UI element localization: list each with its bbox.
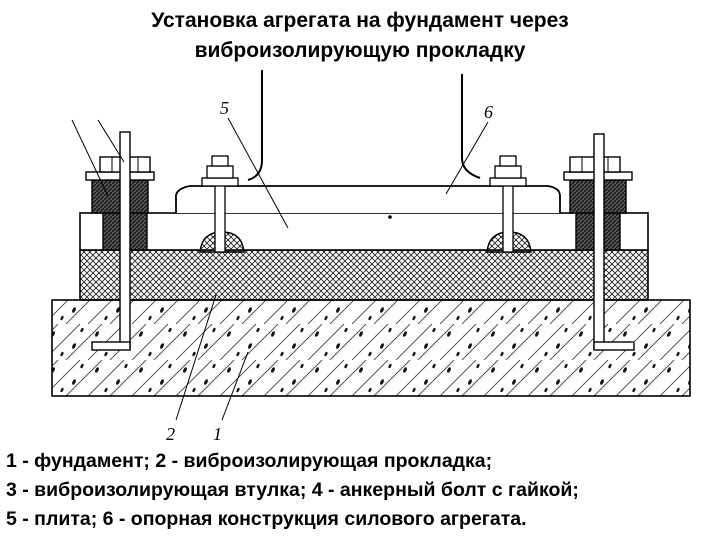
left-anchor-foot [91,341,131,351]
legend-line-2: 3 - виброизолирующая втулка; 4 - анкерны… [6,479,579,501]
right-anchor-assembly [563,133,635,351]
leader-2 [175,294,217,421]
diagram-title: Установка агрегата на фундамент через ви… [0,6,720,66]
leader-3 [71,119,109,197]
plate-center-dot [388,215,392,219]
support-structure [175,185,561,213]
leader-1 [221,351,249,421]
leader-6 [445,121,489,195]
callout-1: 1 [213,424,222,444]
hook-line-right [461,74,481,179]
vibration-isolating-pad [79,249,649,301]
callout-6: 6 [484,102,493,122]
legend: 1 - фундамент; 2 - виброизолирующая прок… [6,447,720,534]
leader-5 [227,117,289,229]
legend-line-1: 1 - фундамент; 2 - виброизолирующая прок… [6,450,493,472]
callout-5: 5 [220,98,229,118]
right-plate-bolt [486,155,532,253]
right-anchor-foot [593,341,635,351]
foundation-diagram: 5 6 2 1 [51,70,691,444]
left-anchor-bolt [119,131,131,349]
title-line-2: виброизолирующую прокладку [194,39,526,62]
hook-line-left [247,70,263,181]
legend-line-3: 5 - плита; 6 - опорная конструкция силов… [6,508,527,530]
leader-4 [97,119,125,163]
right-anchor-bolt [593,133,605,349]
foundation-block [51,299,691,397]
callout-2: 2 [166,424,175,444]
title-line-1: Установка агрегата на фундамент через [151,9,569,32]
left-anchor-assembly [85,131,155,351]
base-plate [79,212,649,251]
left-plate-bolt [199,155,245,253]
